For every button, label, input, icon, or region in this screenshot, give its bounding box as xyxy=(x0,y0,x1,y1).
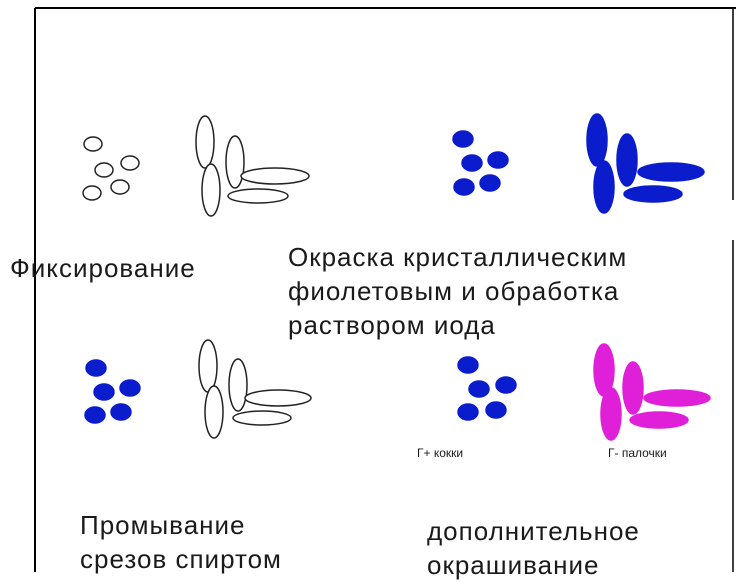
rod xyxy=(630,412,688,428)
fixation-cocci-cluster xyxy=(83,137,139,200)
coccus xyxy=(111,180,129,194)
rod xyxy=(228,189,288,203)
rod xyxy=(199,340,217,392)
coccus xyxy=(94,384,114,400)
coccus xyxy=(486,402,506,418)
rod xyxy=(202,164,220,216)
coccus xyxy=(121,156,139,170)
gram-positive-cocci-label: Г+ кокки xyxy=(417,446,463,460)
rod xyxy=(623,362,643,414)
coccus xyxy=(480,175,500,191)
rod xyxy=(205,386,223,438)
coccus xyxy=(95,163,113,177)
coccus xyxy=(462,155,482,171)
rod xyxy=(624,186,682,202)
coccus xyxy=(458,404,478,420)
rod xyxy=(601,388,621,440)
gram-negative-rods-label: Г- палочки xyxy=(608,446,667,460)
rod xyxy=(587,114,607,166)
crystal-violet-rods-cluster xyxy=(587,114,704,213)
crystal-violet-cocci-cluster xyxy=(453,131,508,195)
rod xyxy=(638,163,704,181)
coccus xyxy=(496,377,516,393)
coccus xyxy=(120,380,140,396)
coccus xyxy=(85,407,105,423)
alcohol-wash-rods-cluster xyxy=(199,340,311,438)
coccus xyxy=(488,152,508,168)
coccus xyxy=(453,131,473,147)
rod xyxy=(245,390,311,406)
coccus xyxy=(458,357,478,373)
counterstain-caption: дополнительное окрашивание xyxy=(427,514,640,582)
counterstain-rods-cluster xyxy=(594,344,710,440)
alcohol-wash-cocci-cluster xyxy=(85,360,140,423)
rod xyxy=(241,168,309,184)
rod xyxy=(644,390,710,406)
coccus xyxy=(84,137,102,151)
coccus xyxy=(469,381,489,397)
fixation-caption: Фиксирование xyxy=(10,251,196,285)
coccus xyxy=(86,360,106,376)
rod xyxy=(233,411,291,425)
fixation-rods-cluster xyxy=(196,116,309,216)
rod xyxy=(617,134,637,186)
rod xyxy=(229,359,247,411)
rod xyxy=(196,116,214,168)
counterstain-cocci-cluster xyxy=(458,357,516,420)
rod xyxy=(226,136,244,188)
coccus xyxy=(454,179,474,195)
crystal-violet-caption: Окраска кристаллическим фиолетовым и обр… xyxy=(288,240,627,342)
alcohol-wash-caption: Промывание срезов спиртом xyxy=(80,508,282,576)
coccus xyxy=(111,404,131,420)
rod xyxy=(594,161,614,213)
coccus xyxy=(83,186,101,200)
